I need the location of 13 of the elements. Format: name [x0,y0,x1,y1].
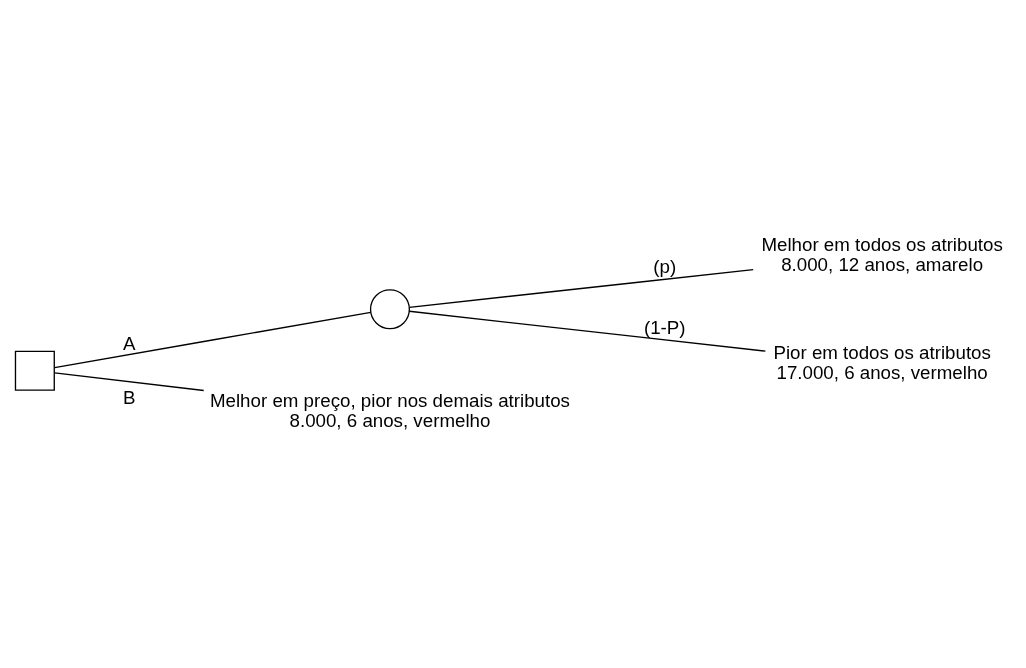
connector [408,310,767,352]
node-text: Melhor em preço, pior nos demais atributos 8.000, 6 anos, vermelho [209,390,570,432]
node-text: Melhor em todos os atributos 8.000, 12 anos, amarelo [761,233,1003,275]
edge-label: B [122,387,136,409]
node-text: Pior em todos os atributos 17.000, 6 anos, vermelho [773,342,991,384]
edge-label: A [122,332,136,354]
connector [54,372,205,392]
connector [54,311,372,369]
edge-label: (p) [653,256,677,278]
node-box [14,350,55,391]
node-circle [369,289,411,330]
edge-label: (1-P) [643,316,686,338]
connector [408,269,754,308]
